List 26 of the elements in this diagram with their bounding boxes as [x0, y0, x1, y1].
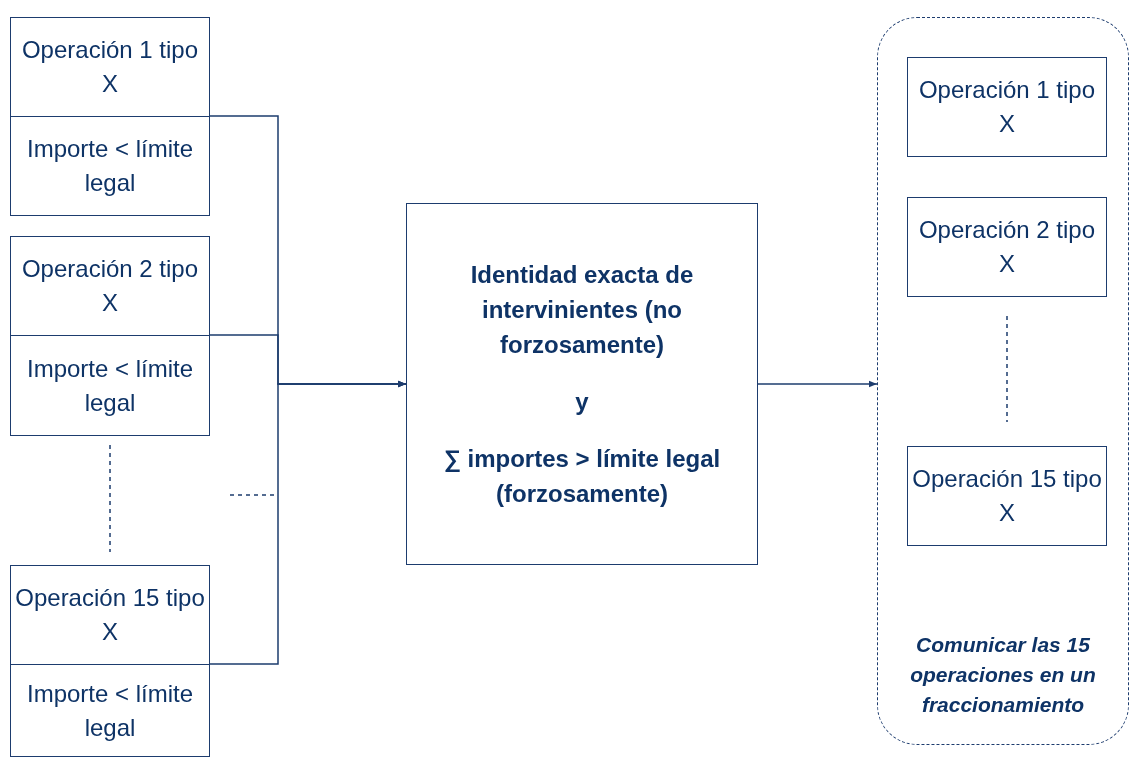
operation-box: [10, 335, 210, 436]
node-text: Operación 15 tipo X: [911, 464, 1103, 528]
node-text: Importe < límite legal: [25, 353, 195, 418]
node-text: y: [575, 387, 589, 417]
node-text: Importe < límite legal: [25, 678, 195, 743]
node-text: Operación 2 tipo X: [20, 254, 200, 318]
node-text: Identidad exacta de intervinientes (no forzosamente): [469, 260, 695, 360]
dashed-group-region: [877, 17, 1129, 745]
group-caption: Comunicar las 15 operaciones en un fraccionamiento: [909, 632, 1097, 718]
node-text: Operación 15 tipo X: [14, 583, 206, 647]
operation-box: [10, 236, 210, 336]
operation-box: [10, 17, 210, 117]
operation-box: [907, 446, 1107, 546]
node-text: ∑ importes > límite legal (forzosamente): [442, 444, 722, 509]
node-text: Importe < límite legal: [25, 134, 195, 198]
operation-box: [10, 116, 210, 216]
criteria-box: [406, 203, 758, 565]
node-text: Operación 2 tipo X: [917, 215, 1097, 279]
operation-box: [907, 57, 1107, 157]
node-text: Operación 1 tipo X: [917, 75, 1097, 139]
connector-arrow: [209, 380, 407, 665]
operation-box: [10, 664, 210, 757]
operation-box: [10, 565, 210, 665]
connector-arrow: [757, 380, 878, 388]
node-text: Operación 1 tipo X: [20, 35, 200, 99]
operation-box: [907, 197, 1107, 297]
